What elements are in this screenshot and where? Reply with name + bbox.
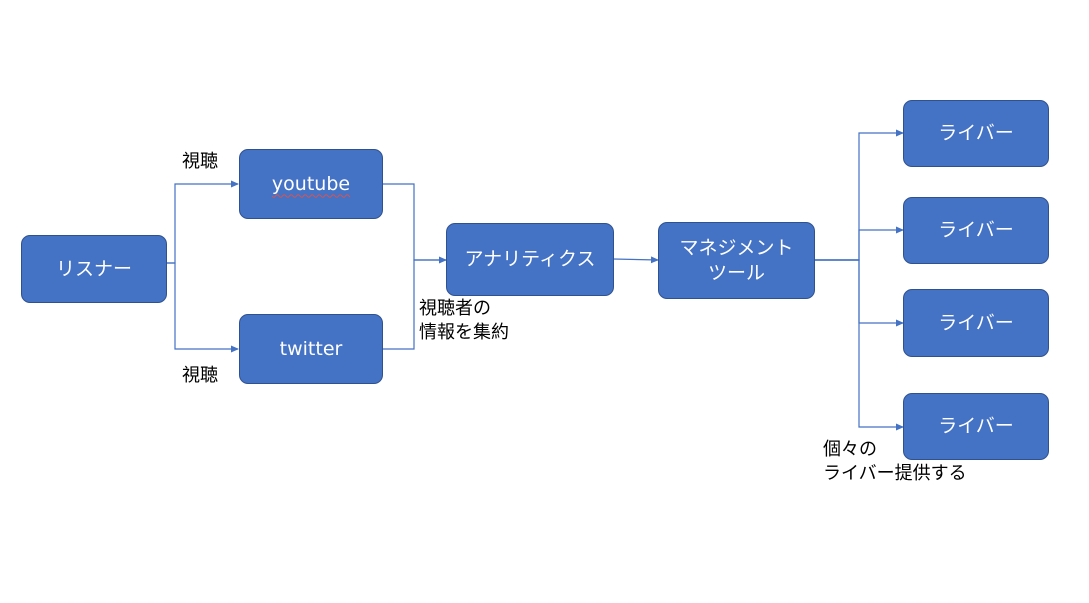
connector-twitter-analytics — [382, 259, 446, 350]
node-liver-1[interactable]: ライバー — [903, 100, 1049, 167]
node-liver-1-label: ライバー — [938, 122, 1014, 145]
node-liver-3[interactable]: ライバー — [903, 289, 1049, 357]
label-aggregate-info: 視聴者の 情報を集約 — [419, 298, 509, 344]
node-analytics[interactable]: アナリティクス — [446, 223, 614, 296]
node-listener-label: リスナー — [55, 257, 132, 280]
node-listener[interactable]: リスナー — [21, 235, 167, 303]
node-twitter-label: twitter — [279, 337, 343, 360]
connector-youtube-analytics — [382, 183, 447, 264]
node-liver-2-label: ライバー — [938, 219, 1014, 242]
node-liver-3-label: ライバー — [938, 311, 1014, 334]
connector-management-liver-2 — [814, 226, 904, 261]
node-liver-2[interactable]: ライバー — [903, 197, 1049, 264]
label-watch-top: 視聴 — [182, 151, 218, 172]
connector-analytics-management — [612, 256, 659, 264]
node-liver-4[interactable]: ライバー — [903, 393, 1049, 460]
node-twitter[interactable]: twitter — [239, 314, 383, 384]
connector-listener-twitter — [166, 262, 239, 353]
node-management-tool-label: マネジメント ツール — [679, 236, 794, 284]
connector-management-liver-4 — [814, 259, 904, 431]
connector-listener-youtube — [166, 180, 239, 264]
node-analytics-label: アナリティクス — [464, 248, 596, 271]
node-management-tool[interactable]: マネジメント ツール — [658, 222, 815, 299]
node-youtube-label: youtube — [271, 172, 351, 195]
node-youtube[interactable]: youtube — [239, 149, 383, 219]
label-provide-individual: 個々の ライバー提供する — [823, 439, 967, 485]
node-liver-4-label: ライバー — [938, 415, 1014, 438]
label-watch-bottom: 視聴 — [182, 365, 218, 386]
